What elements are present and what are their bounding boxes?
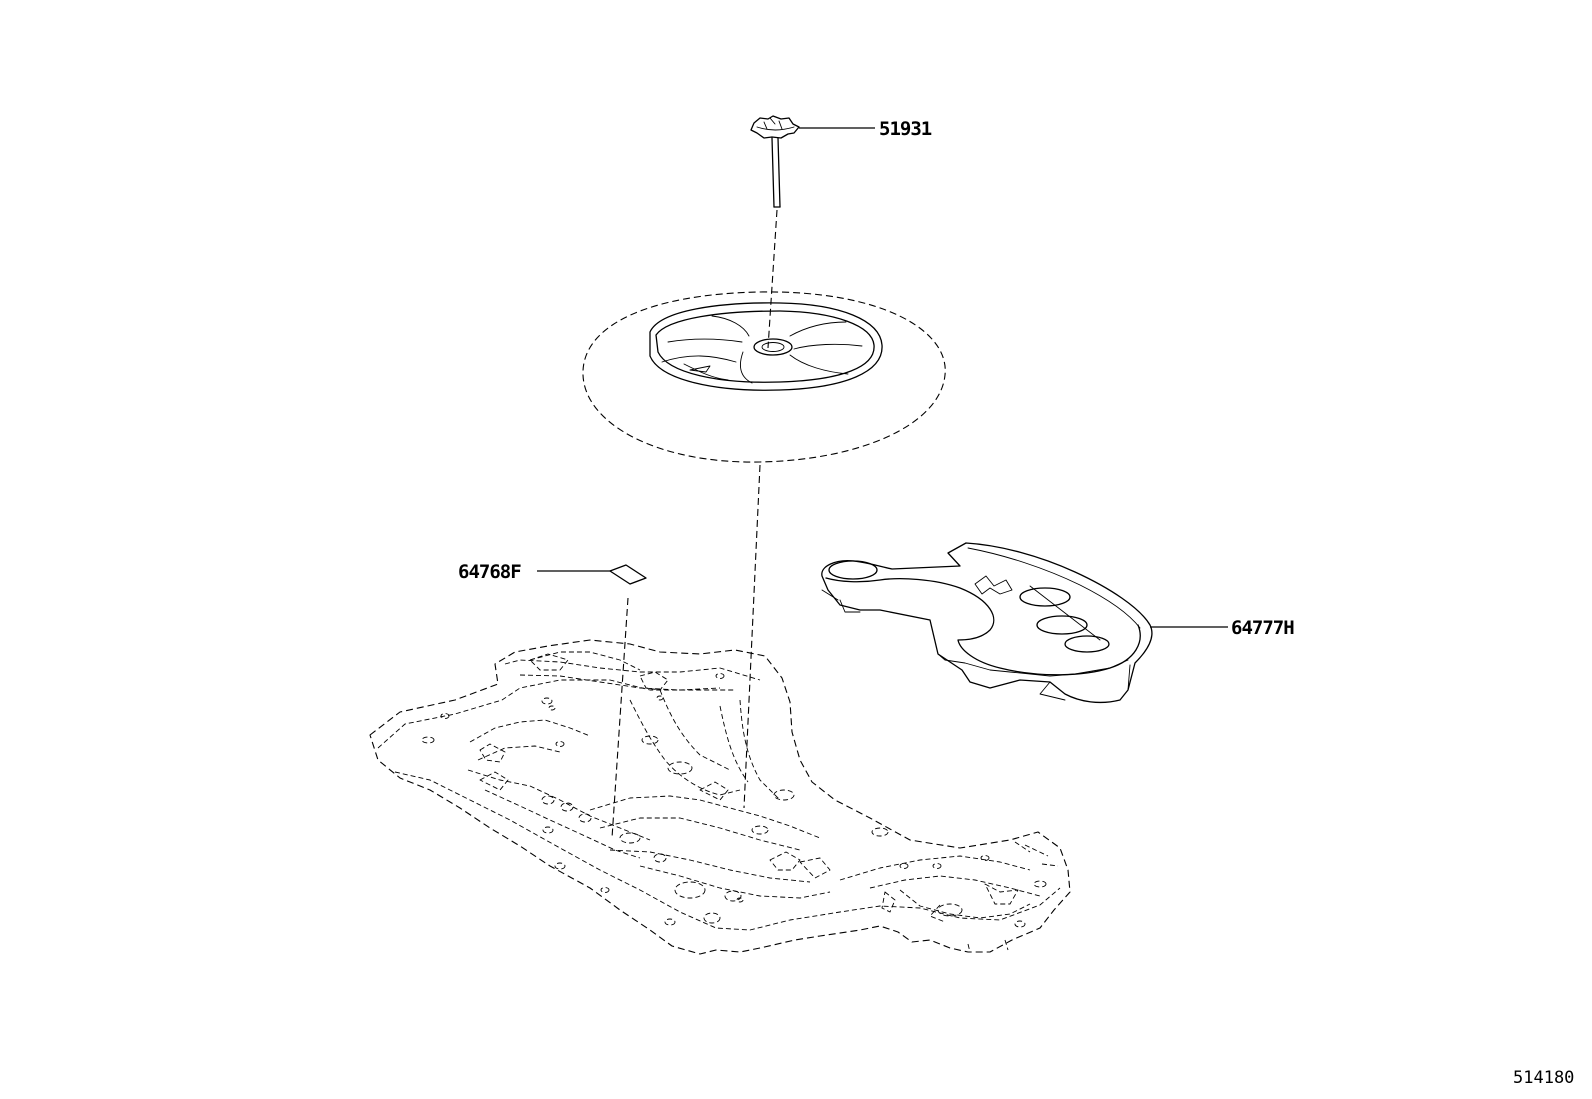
hold-down-bolt[interactable] [750,115,800,208]
tire-to-floor-line [743,464,761,809]
diagram-reference-number: 514180 [1513,1068,1574,1088]
spare-wheel-rim [649,302,883,391]
spare-tire-cover[interactable] [821,542,1153,704]
floor-pad[interactable] [609,564,647,585]
part-label-64777H[interactable]: 64777H [1231,617,1295,639]
part-label-51931[interactable]: 51931 [879,118,933,140]
body-floor-pan [369,639,1071,955]
pad-to-floor-line [611,597,629,839]
part-label-64768F[interactable]: 64768F [458,561,522,583]
bolt-axis-line [767,209,778,349]
spare-tire[interactable] [582,291,946,463]
